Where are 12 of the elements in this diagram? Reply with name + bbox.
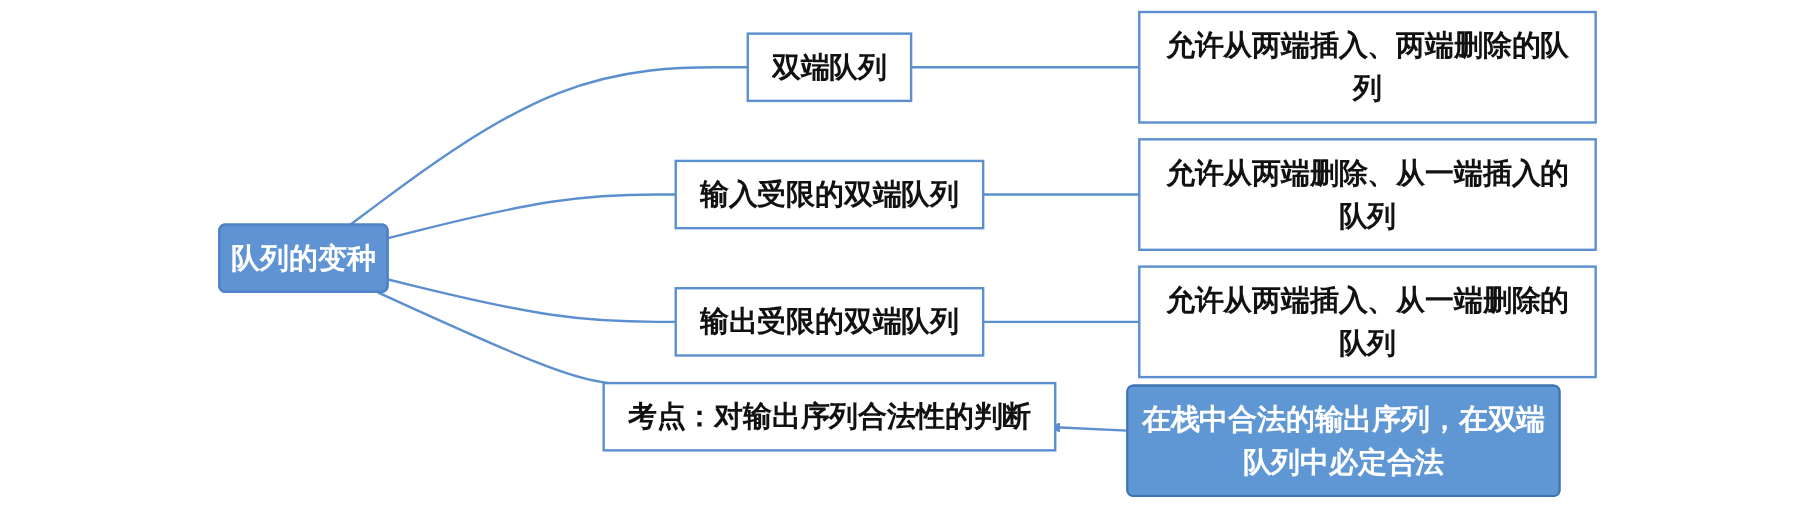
- node-box: [1138, 265, 1597, 379]
- connector: [387, 193, 676, 240]
- connector: [983, 320, 1140, 324]
- node-box: [1138, 10, 1597, 124]
- connector: [387, 278, 676, 324]
- node-box: [674, 159, 985, 230]
- connector: [911, 66, 1140, 69]
- node-box: [1138, 138, 1597, 251]
- node-box: [602, 381, 1057, 452]
- node-box: [674, 287, 985, 357]
- node-box: [746, 32, 913, 103]
- connector: [983, 193, 1140, 196]
